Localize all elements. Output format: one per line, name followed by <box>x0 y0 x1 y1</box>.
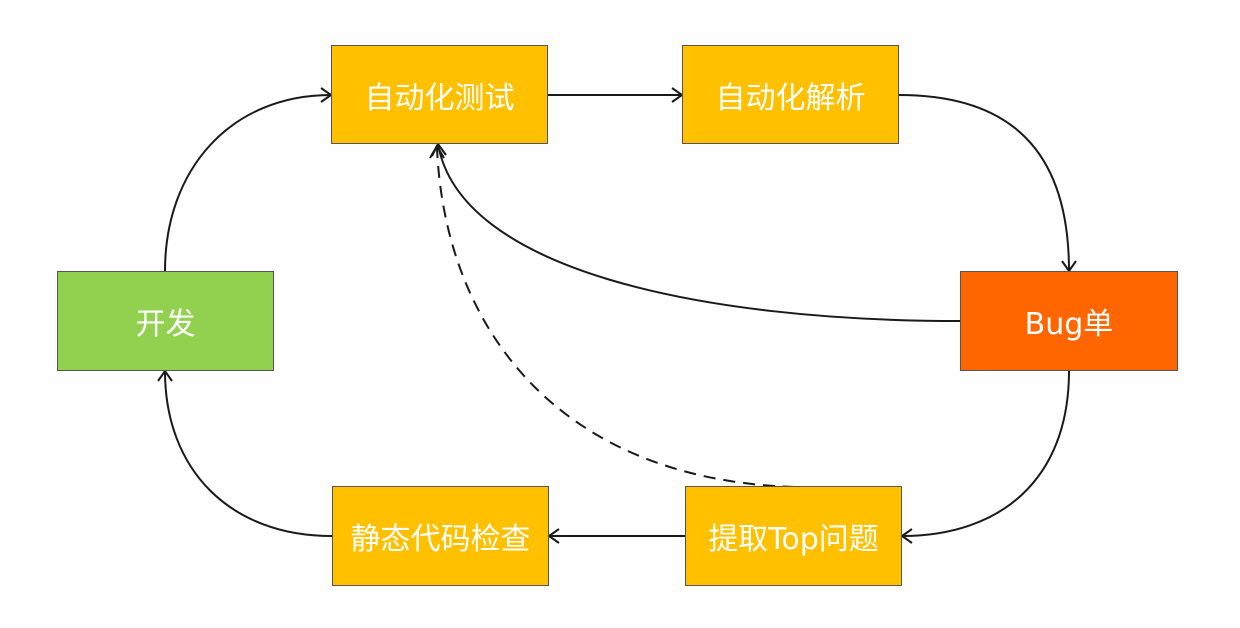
edge-bug-to-auto-test <box>437 143 961 322</box>
arrowhead <box>157 369 173 382</box>
edge-auto-parse-to-bug <box>898 94 1070 272</box>
arrowhead <box>429 144 445 159</box>
edge-dev-to-auto-test <box>164 94 332 272</box>
node-label: 开发 <box>135 307 196 342</box>
node-bug: Bug单 <box>960 271 1178 371</box>
node-dev: 开发 <box>57 271 274 371</box>
node-label: 自动化测试 <box>364 80 515 116</box>
node-label: 静态代码检查 <box>350 522 531 557</box>
node-label: 提取Top问题 <box>708 522 879 557</box>
node-label: 自动化解析 <box>715 80 866 116</box>
node-auto-parse: 自动化解析 <box>682 45 899 144</box>
edge-top-issues-to-auto-test-dashed <box>436 147 796 488</box>
node-static-check: 静态代码检查 <box>332 486 549 586</box>
arrowhead <box>547 528 560 544</box>
edge-static-check-to-dev <box>164 370 333 537</box>
arrowhead <box>900 528 913 544</box>
node-top-issues: 提取Top问题 <box>685 486 902 586</box>
node-label: Bug单 <box>1024 307 1114 342</box>
edge-bug-to-top-issues <box>901 370 1070 537</box>
node-auto-test: 自动化测试 <box>331 45 548 144</box>
